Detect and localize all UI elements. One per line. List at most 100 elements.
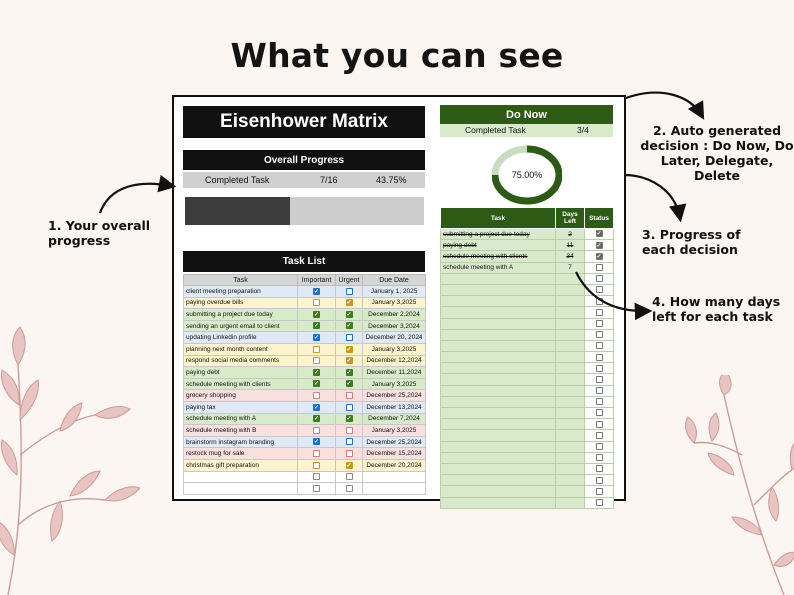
do-now-task-cell: submitting a project due today [440, 227, 556, 241]
task-row: submitting a project due todayDecember 2… [183, 308, 426, 321]
status-checkbox[interactable] [595, 498, 603, 506]
important-checkbox[interactable] [313, 450, 320, 457]
annotation-line: 1. Your overall [48, 218, 151, 233]
status-checkbox[interactable] [595, 342, 603, 350]
important-checkbox[interactable] [313, 380, 320, 388]
important-checkbox[interactable] [313, 334, 320, 342]
important-checkbox[interactable] [313, 426, 320, 434]
status-checkbox[interactable] [595, 353, 603, 361]
urgent-checkbox[interactable] [345, 484, 353, 492]
status-checkbox[interactable] [595, 443, 603, 451]
important-checkbox[interactable] [313, 415, 320, 423]
status-checkbox[interactable] [595, 319, 603, 327]
urgent-checkbox[interactable] [345, 310, 353, 318]
important-checkbox[interactable] [313, 345, 320, 353]
page-heading: What you can see [230, 36, 564, 75]
status-checkbox[interactable] [595, 241, 603, 249]
urgent-checkbox[interactable] [345, 334, 353, 342]
important-cell [297, 482, 336, 495]
important-checkbox[interactable] [313, 403, 320, 411]
status-checkbox[interactable] [595, 387, 603, 395]
important-checkbox[interactable] [313, 461, 320, 469]
urgent-checkbox[interactable] [345, 322, 353, 330]
task-row: respond social media commentsDecember 12… [183, 354, 426, 368]
arrow-to-days-left [575, 271, 653, 321]
status-checkbox[interactable] [595, 454, 603, 462]
urgent-checkbox[interactable] [345, 287, 353, 295]
status-checkbox[interactable] [595, 431, 603, 439]
do-now-column-days-left: Days Left [555, 207, 585, 229]
do-now-table: Task Days Left Status submitting a proje… [440, 207, 614, 509]
annotation-line: decision : Do Now, Do [640, 138, 794, 153]
decorative-leaf-branch-right [685, 375, 794, 595]
important-checkbox[interactable] [313, 357, 320, 365]
important-checkbox[interactable] [313, 438, 320, 446]
important-checkbox[interactable] [313, 368, 320, 376]
status-cell [584, 395, 614, 409]
important-checkbox[interactable] [313, 310, 320, 318]
urgent-cell [335, 482, 363, 495]
do-now-row [440, 362, 614, 375]
overall-progress-row: Completed Task 7/16 43.75% [183, 172, 425, 188]
urgent-checkbox[interactable] [345, 357, 353, 365]
do-now-row [440, 395, 614, 409]
important-checkbox[interactable] [313, 299, 320, 307]
do-now-row [440, 317, 614, 330]
donut-percent-label: 75.00% [512, 170, 543, 180]
status-checkbox[interactable] [595, 398, 603, 406]
status-checkbox[interactable] [595, 264, 603, 272]
annotation-line: Later, Delegate, Delete [660, 153, 774, 183]
urgent-checkbox[interactable] [345, 345, 353, 353]
task-row: schedule meeting with clientsJanuary 3,2… [183, 377, 426, 391]
important-cell [297, 342, 336, 356]
urgent-checkbox[interactable] [345, 415, 353, 423]
status-checkbox[interactable] [595, 465, 603, 473]
status-checkbox[interactable] [595, 364, 603, 372]
important-checkbox[interactable] [313, 392, 320, 400]
urgent-checkbox[interactable] [345, 392, 353, 400]
annotation-line: left for each task [652, 309, 773, 324]
status-checkbox[interactable] [595, 487, 603, 495]
column-header-task: Task [183, 274, 298, 286]
important-checkbox[interactable] [313, 322, 320, 330]
urgent-checkbox[interactable] [345, 426, 353, 434]
do-now-row [440, 406, 614, 420]
status-checkbox[interactable] [595, 409, 603, 417]
urgent-checkbox[interactable] [345, 299, 353, 307]
important-checkbox[interactable] [313, 484, 320, 492]
overall-completed-percent: 43.75% [376, 175, 407, 185]
urgent-checkbox[interactable] [345, 438, 353, 446]
urgent-checkbox[interactable] [345, 461, 353, 469]
do-now-row [440, 462, 614, 476]
spreadsheet-preview: Eisenhower Matrix Overall Progress Compl… [172, 95, 626, 509]
status-checkbox[interactable] [595, 308, 603, 316]
status-checkbox[interactable] [595, 476, 603, 484]
urgent-cell [335, 354, 363, 368]
important-checkbox[interactable] [313, 473, 320, 481]
status-checkbox[interactable] [595, 375, 603, 383]
status-checkbox[interactable] [595, 252, 603, 260]
urgent-checkbox[interactable] [345, 473, 353, 481]
important-checkbox[interactable] [313, 287, 320, 295]
column-header-due-date: Due Date [362, 274, 426, 286]
status-checkbox[interactable] [595, 331, 603, 339]
urgent-checkbox[interactable] [345, 450, 353, 457]
annotation-line: progress [48, 233, 111, 248]
do-now-row [440, 418, 614, 431]
do-now-header: Do Now [440, 105, 613, 124]
status-checkbox[interactable] [595, 230, 603, 238]
status-checkbox[interactable] [595, 420, 603, 428]
annotation-line: each decision [642, 242, 738, 257]
status-checkbox[interactable] [595, 275, 603, 283]
urgent-checkbox[interactable] [345, 380, 353, 388]
task-list-table: Task Important Urgent Due Date client me… [183, 274, 426, 495]
arrow-to-overall-progress [98, 174, 177, 214]
arrow-to-do-now [625, 91, 705, 120]
do-now-row [440, 429, 614, 442]
status-cell [584, 496, 614, 509]
status-checkbox[interactable] [595, 286, 603, 294]
urgent-checkbox[interactable] [345, 403, 353, 411]
urgent-checkbox[interactable] [345, 368, 353, 376]
do-now-row [440, 496, 614, 509]
